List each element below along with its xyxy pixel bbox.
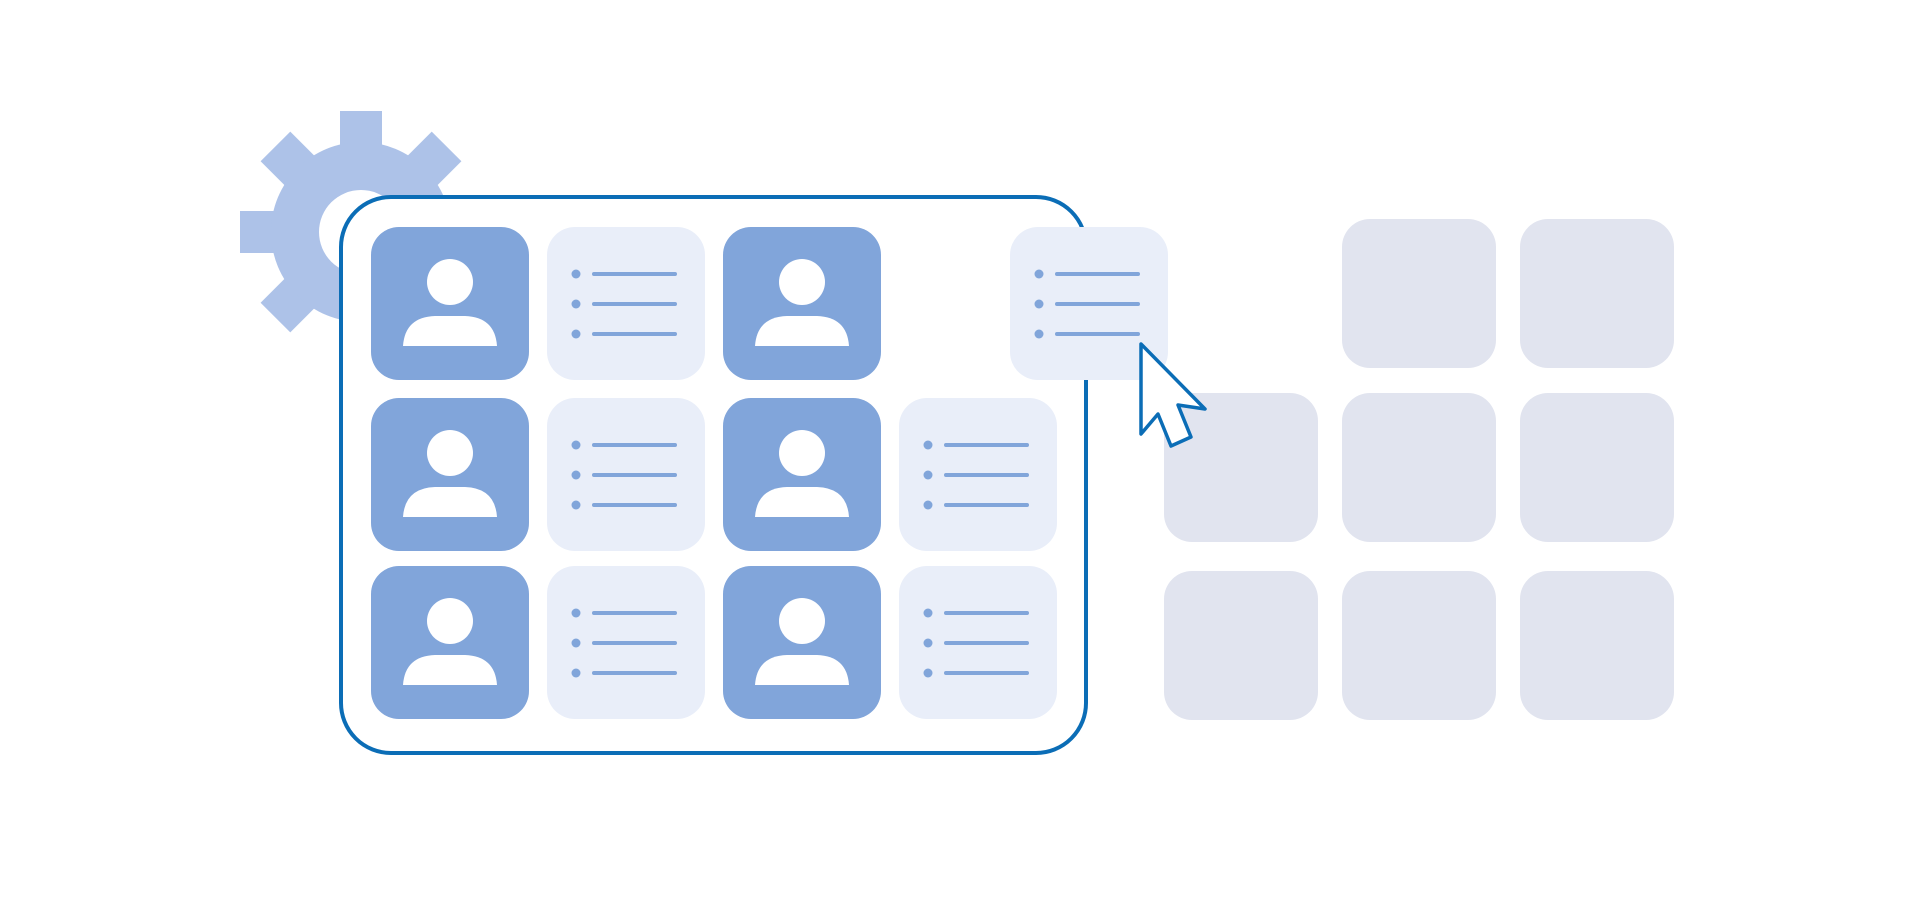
list-icon-tile[interactable] bbox=[899, 566, 1057, 719]
user-profile-icon-tile[interactable] bbox=[371, 566, 529, 719]
user-profile-icon-tile[interactable] bbox=[723, 566, 881, 719]
user-profile-icon bbox=[755, 598, 849, 685]
placeholder-tile[interactable] bbox=[1520, 571, 1674, 720]
list-icon bbox=[571, 440, 677, 510]
list-icon-tile[interactable] bbox=[547, 227, 705, 380]
list-icon bbox=[923, 608, 1029, 678]
placeholder-tile[interactable] bbox=[1520, 219, 1674, 368]
user-profile-icon-tile[interactable] bbox=[371, 398, 529, 551]
dragged-list-tile[interactable] bbox=[1010, 227, 1168, 380]
placeholder-tile[interactable] bbox=[1164, 571, 1318, 720]
placeholder-tile[interactable] bbox=[1342, 393, 1496, 542]
list-icon-tile[interactable] bbox=[547, 566, 705, 719]
list-icon bbox=[571, 608, 677, 678]
list-icon bbox=[1034, 269, 1140, 339]
placeholder-tile[interactable] bbox=[1520, 393, 1674, 542]
user-profile-icon bbox=[403, 430, 497, 517]
list-icon bbox=[571, 269, 677, 339]
list-icon-tile[interactable] bbox=[547, 398, 705, 551]
user-profile-icon-tile[interactable] bbox=[723, 227, 881, 380]
list-icon-tile[interactable] bbox=[899, 398, 1057, 551]
user-profile-icon-tile[interactable] bbox=[371, 227, 529, 380]
selection-frame[interactable] bbox=[339, 195, 1088, 755]
placeholder-tile[interactable] bbox=[1342, 219, 1496, 368]
placeholder-tile[interactable] bbox=[1342, 571, 1496, 720]
user-profile-icon bbox=[755, 430, 849, 517]
user-profile-icon bbox=[403, 259, 497, 346]
placeholder-tile[interactable] bbox=[1164, 393, 1318, 542]
mouse-pointer-icon bbox=[1139, 342, 1207, 448]
user-profile-icon-tile[interactable] bbox=[723, 398, 881, 551]
user-profile-icon bbox=[755, 259, 849, 346]
user-profile-icon bbox=[403, 598, 497, 685]
list-icon bbox=[923, 440, 1029, 510]
